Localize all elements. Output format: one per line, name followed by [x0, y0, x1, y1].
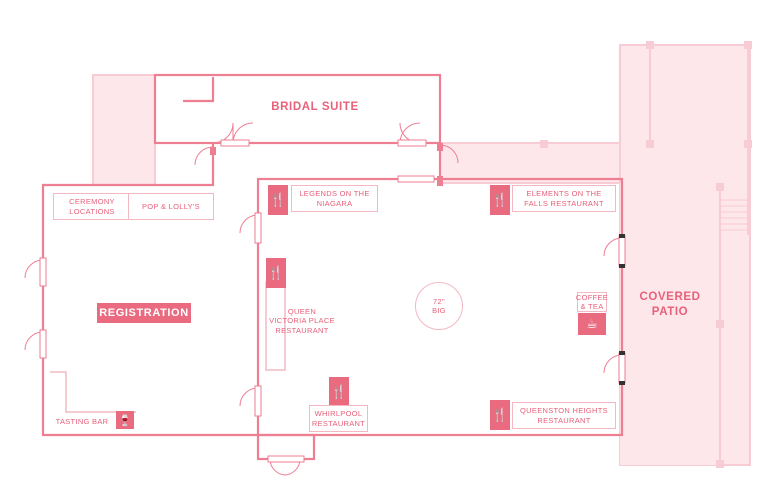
booth-coffee-tea: COFFEE & TEA	[575, 292, 609, 312]
booth-queenston: QUEENSTON HEIGHTS RESTAURANT	[512, 402, 616, 429]
round-table: 72" BIG	[415, 282, 463, 330]
covered-patio-line1: COVERED	[639, 291, 701, 303]
door-openings	[39, 139, 626, 463]
outdoor-area	[92, 41, 752, 468]
room-registration: REGISTRATION	[97, 303, 191, 323]
room-bridal-suite: BRIDAL SUITE	[271, 101, 359, 113]
booth-elements: ELEMENTS ON THE FALLS RESTAURANT	[512, 185, 616, 212]
booth-legends: LEGENDS ON THE NIAGARA	[291, 185, 378, 212]
tasting-bar-counter	[50, 371, 136, 413]
restaurant-icon-queen-victoria: 🍴	[266, 258, 286, 288]
table-size: 72"	[433, 296, 445, 306]
booth-whirlpool: WHIRLPOOL RESTAURANT	[309, 405, 368, 432]
coffee-cup-icon: ☕	[578, 313, 606, 335]
table-label: BIG	[432, 306, 446, 315]
booth-queen-victoria: QUEEN VICTORIA PLACE RESTAURANT	[269, 307, 335, 335]
booth-ceremony-locations: CEREMONY LOCATIONS	[53, 193, 131, 220]
restaurant-icon-elements: 🍴	[490, 185, 510, 215]
restaurant-icon-legends: 🍴	[268, 185, 288, 215]
wall-posts	[210, 143, 443, 186]
restaurant-icon-queenston: 🍴	[490, 400, 510, 430]
booth-pop-lolly: POP & LOLLY'S	[128, 193, 214, 220]
booth-tasting-bar: TASTING BAR	[55, 417, 109, 426]
covered-patio-line2: PATIO	[651, 305, 689, 318]
restaurant-icon-whirlpool: 🍴	[329, 377, 349, 407]
wine-glass-icon: 🍷	[116, 411, 134, 429]
window-marks	[619, 234, 625, 385]
room-covered-patio: COVERED PATIO	[630, 290, 710, 320]
